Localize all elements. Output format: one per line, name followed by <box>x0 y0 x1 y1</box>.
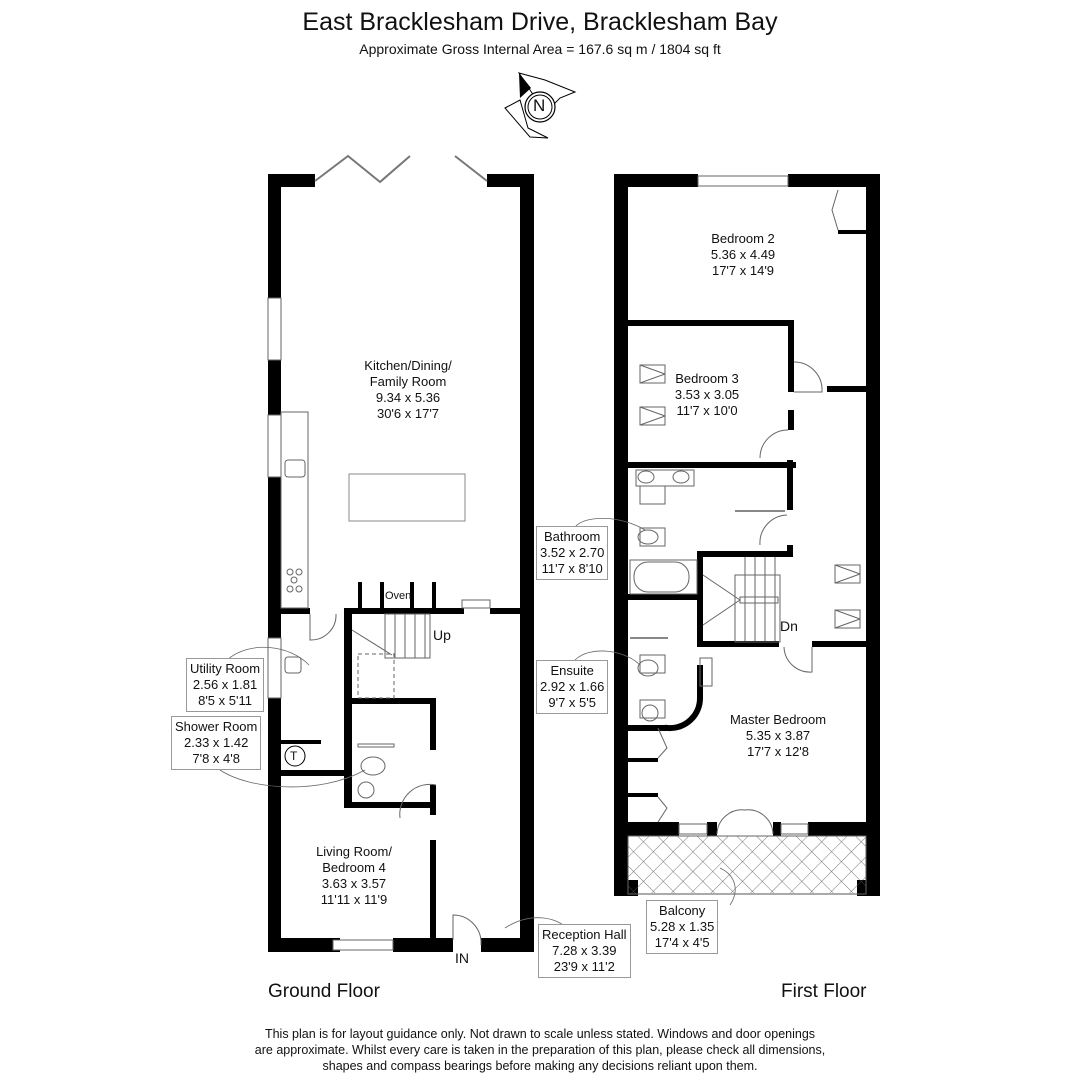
room-imperial: 17'4 x 4'5 <box>654 935 710 950</box>
room-metric: 5.28 x 1.35 <box>650 919 715 934</box>
room-name: Ensuite <box>550 663 594 678</box>
disclaimer-line: shapes and compass bearings before makin… <box>322 1059 758 1073</box>
disclaimer-line: This plan is for layout guidance only. N… <box>264 1027 816 1041</box>
callout-ensuite: Ensuite 2.92 x 1.66 9'7 x 5'5 <box>536 660 609 714</box>
room-imperial: 9'7 x 5'5 <box>548 695 596 710</box>
room-imperial: 23'9 x 11'2 <box>553 959 615 974</box>
ground-floor-fixtures <box>267 154 491 951</box>
room-name: Bathroom <box>543 529 601 544</box>
room-metric: 5.35 x 3.87 <box>745 728 811 743</box>
first-floor-plan <box>614 174 880 896</box>
room-name: Master Bedroom <box>729 712 827 727</box>
room-label-master-bedroom: Master Bedroom 5.35 x 3.87 17'7 x 12'8 <box>730 712 826 760</box>
room-metric: 3.63 x 3.57 <box>321 876 387 891</box>
callout-bathroom: Bathroom 3.52 x 2.70 11'7 x 8'10 <box>536 526 609 580</box>
room-name: Balcony <box>659 903 706 918</box>
room-metric: 2.56 x 1.81 <box>192 677 258 692</box>
room-metric: 5.36 x 4.49 <box>710 247 776 262</box>
room-name: Living Room/ <box>316 844 392 859</box>
oven-label: Oven <box>385 590 412 602</box>
room-label-living-room: Living Room/ Bedroom 4 3.63 x 3.57 11'11… <box>316 844 392 908</box>
room-imperial: 11'7 x 8'10 <box>541 561 603 576</box>
gross-internal-area: Approximate Gross Internal Area = 167.6 … <box>359 41 721 57</box>
entrance-label: IN <box>455 950 469 966</box>
room-name: Bedroom 3 <box>675 371 739 386</box>
stairs-down-label: Dn <box>780 618 798 634</box>
room-label-bedroom-3: Bedroom 3 3.53 x 3.05 11'7 x 10'0 <box>675 371 739 419</box>
room-name: Bedroom 4 <box>322 860 386 875</box>
room-label-kitchen: Kitchen/Dining/ Family Room 9.34 x 5.36 … <box>364 358 451 422</box>
stairs-up-label: Up <box>433 627 451 643</box>
room-imperial: 17'7 x 12'8 <box>746 744 810 759</box>
plan-title: East Bracklesham Drive, Bracklesham Bay <box>302 8 778 36</box>
room-name: Reception Hall <box>542 927 627 942</box>
room-name: Family Room <box>369 374 447 389</box>
room-name: Shower Room <box>175 719 258 734</box>
room-imperial: 11'7 x 10'0 <box>676 403 738 418</box>
callout-balcony: Balcony 5.28 x 1.35 17'4 x 4'5 <box>646 900 719 954</box>
first-floor-fixtures <box>629 175 861 835</box>
room-imperial: 17'7 x 14'9 <box>711 263 775 278</box>
room-name: Bedroom 2 <box>711 231 775 246</box>
callout-reception-hall: Reception Hall 7.28 x 3.39 23'9 x 11'2 <box>538 924 631 978</box>
room-imperial: 30'6 x 17'7 <box>376 406 440 421</box>
room-metric: 7.28 x 3.39 <box>552 943 617 958</box>
balcony-hatch <box>627 835 867 895</box>
room-metric: 2.92 x 1.66 <box>540 679 605 694</box>
room-imperial: 11'11 x 11'9 <box>320 892 388 907</box>
room-metric: 2.33 x 1.42 <box>184 735 249 750</box>
disclaimer-line: are approximate. Whilst every care is ta… <box>254 1043 826 1057</box>
hob-icon <box>286 568 303 593</box>
ensuite-curved-wall <box>665 665 704 732</box>
compass-label: N <box>533 96 546 115</box>
room-imperial: 8'5 x 5'11 <box>198 693 252 708</box>
first-floor-label: First Floor <box>781 981 867 1002</box>
callout-utility-room: Utility Room 2.56 x 1.81 8'5 x 5'11 <box>186 658 265 712</box>
callout-shower-room: Shower Room 2.33 x 1.42 7'8 x 4'8 <box>171 716 262 770</box>
compass-north-icon <box>504 72 577 139</box>
room-imperial: 7'8 x 4'8 <box>192 751 240 766</box>
room-metric: 9.34 x 5.36 <box>375 390 441 405</box>
ground-floor-label: Ground Floor <box>268 981 380 1002</box>
room-metric: 3.52 x 2.70 <box>540 545 605 560</box>
room-label-bedroom-2: Bedroom 2 5.36 x 4.49 17'7 x 14'9 <box>711 231 775 279</box>
room-metric: 3.53 x 3.05 <box>674 387 740 402</box>
room-name: Utility Room <box>190 661 261 676</box>
disclaimer: This plan is for layout guidance only. N… <box>0 1026 1080 1074</box>
ground-floor-plan <box>268 174 534 952</box>
callout-leaders <box>219 517 736 936</box>
room-name: Kitchen/Dining/ <box>364 358 452 373</box>
tank-label: T <box>290 749 298 763</box>
